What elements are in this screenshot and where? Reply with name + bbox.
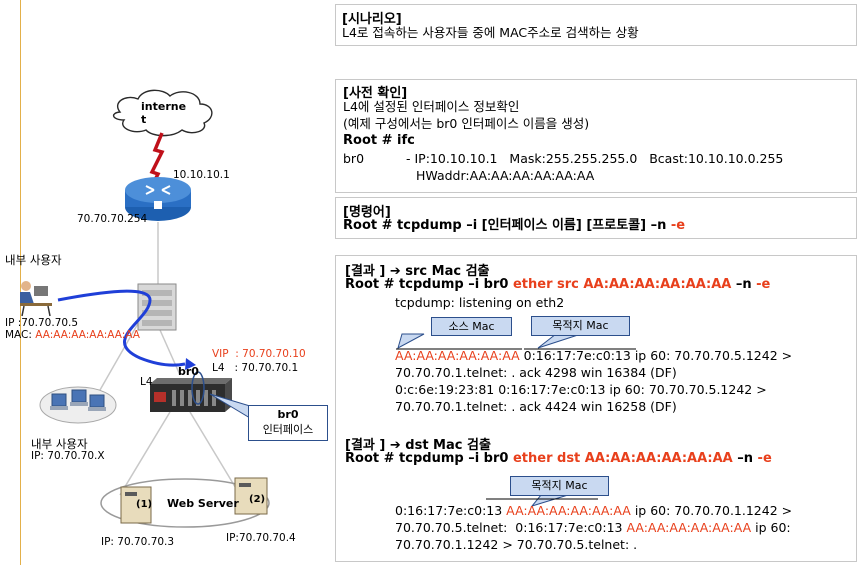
result-dst-cmd: Root # tcpdump –i br0 ether dst AA:AA:AA… (345, 451, 772, 467)
result-dst-line1-a: 0:16:17:7e:c0:13 (395, 503, 507, 518)
result-dst-line2: 70.70.70.5.telnet: 0:16:17:7e:c0:13 AA:A… (395, 520, 791, 536)
result-src-cmd-ether: ether src AA:AA:AA:AA:AA:AA (512, 277, 732, 292)
network-diagram (20, 89, 270, 528)
server-2-ip: IP:70.70.70.4 (226, 532, 296, 544)
result-dst-line2-b: ip 60: (751, 520, 791, 535)
command-text: Root # tcpdump –i [인터페이스 이름] [프로토콜] –n -… (343, 218, 685, 234)
l4-label: L4 (140, 376, 153, 388)
scenario-title: [시나리오] (342, 12, 402, 27)
callout-pointers (396, 333, 636, 507)
result-src-line3: 0:c:6e:19:23:81 0:16:17:7e:c0:13 ip 60: … (395, 382, 767, 397)
server-1-icon (120, 486, 152, 524)
precheck-line2: (예제 구성에서는 br0 인터페이스 이름을 생성) (343, 116, 590, 131)
user-ip-label: IP :70.70.70.5 (5, 317, 79, 329)
internal-users-ip: IP: 70.70.70.X (31, 450, 105, 462)
precheck-info1: - IP:10.10.10.1 Mask:255.255.255.0 Bcast… (406, 151, 784, 166)
web-server-label: Web Server (167, 497, 239, 510)
precheck-info2: HWaddr:AA:AA:AA:AA:AA:AA (416, 168, 595, 183)
result-src-listening: tcpdump: listening on eth2 (395, 295, 565, 310)
result-dst-cmd-ether: ether dst AA:AA:AA:AA:AA:AA (512, 451, 733, 466)
vip-label: VIP : 70.70.70.10 (212, 348, 306, 360)
l4-ip-label: L4 : 70.70.70.1 (212, 362, 299, 374)
traffic-flow-arrow (57, 289, 186, 367)
br0-callout-subtitle: 인터페이스 (262, 423, 314, 436)
scenario-box: [시나리오] L4로 접속하는 사용자들 중에 MAC주소로 검색하는 상황 (335, 4, 857, 46)
result-dst-title: [결과 ] ➔ dst Mac 검출 (345, 438, 491, 453)
result-src-line4: 70.70.70.1.telnet: . ack 4424 win 16258 … (395, 399, 677, 414)
server-1-number: (1) (136, 499, 153, 510)
user-mac-value: AA:AA:AA:AA:AA:AA (35, 329, 140, 341)
result-src-cmd-prefix: Root # tcpdump –i br0 (345, 277, 513, 292)
br0-label: br0 (178, 365, 199, 378)
result-src-line1: AA:AA:AA:AA:AA:AA 0:16:17:7e:c0:13 ip 60… (395, 348, 792, 364)
result-src-cmd-n: –n (731, 277, 757, 292)
result-dst-line1: 0:16:17:7e:c0:13 AA:AA:AA:AA:AA:AA ip 60… (395, 503, 792, 519)
result-dst-cmd-prefix: Root # tcpdump –i br0 (345, 451, 513, 466)
server-2-icon (234, 477, 268, 515)
router-icon (125, 177, 191, 221)
precheck-box: [사전 확인] L4에 설정된 인터페이스 정보확인 (예제 구성에서는 br0… (335, 79, 857, 193)
precheck-iface: br0 (343, 151, 365, 166)
precheck-cmd: Root # ifc (343, 133, 415, 148)
br0-callout-title: br0 (277, 408, 299, 421)
br0-interface-callout: br0 인터페이스 (248, 405, 328, 441)
result-dst-line2-mac: AA:AA:AA:AA:AA:AA (626, 520, 752, 535)
wan-link (148, 132, 165, 191)
result-dst-line2-a: 70.70.70.5.telnet: 0:16:17:7e:c0:13 (395, 520, 627, 535)
command-flag: -e (670, 218, 686, 233)
precheck-line1: L4에 설정된 인터페이스 정보확인 (343, 99, 520, 114)
server-1-ip: IP: 70.70.70.3 (101, 536, 175, 548)
callout-dest-mac-2: 목적지 Mac (510, 476, 609, 496)
command-text-main: Root # tcpdump –i [인터페이스 이름] [프로토콜] –n (343, 218, 671, 233)
router-lan-ip: 70.70.70.254 (77, 213, 148, 225)
result-src-cmd: Root # tcpdump –i br0 ether src AA:AA:AA… (345, 277, 770, 293)
result-dst-cmd-flag: -e (757, 451, 772, 466)
internet-cloud-icon (113, 89, 213, 137)
callout-dest-mac: 목적지 Mac (531, 316, 630, 336)
result-src-title: [결과 ] ➔ src Mac 검출 (345, 264, 490, 279)
result-box: [결과 ] ➔ src Mac 검출 Root # tcpdump –i br0… (335, 255, 857, 562)
margin-line (20, 0, 21, 565)
result-src-line1-mac: AA:AA:AA:AA:AA:AA (395, 348, 520, 363)
command-title: [명령어] (343, 205, 391, 220)
router-wan-ip: 10.10.10.1 (173, 169, 230, 181)
result-dst-line3: 70.70.70.1.1242 > 70.70.70.5.telnet: . (395, 537, 638, 552)
user-at-desk-icon (20, 281, 52, 317)
result-src-line2: 70.70.70.1.telnet: . ack 4298 win 16384 … (395, 365, 677, 380)
command-box: [명령어] Root # tcpdump –i [인터페이스 이름] [프로토콜… (335, 197, 857, 239)
server-2-number: (2) (249, 494, 266, 505)
internet-label: interne t (141, 100, 187, 126)
callout-source-mac: 소스 Mac (431, 317, 512, 336)
result-src-line1-rest: 0:16:17:7e:c0:13 ip 60: 70.70.70.5.1242 … (519, 348, 793, 363)
l4-switch-icon (150, 378, 232, 412)
user-mac-label: MAC: AA:AA:AA:AA:AA:AA (5, 329, 140, 341)
result-src-cmd-flag: -e (756, 277, 771, 292)
user-mac-prefix: MAC: (5, 329, 36, 341)
internal-users-icon (39, 386, 117, 424)
precheck-title: [사전 확인] (343, 86, 408, 101)
web-server-group (100, 478, 270, 528)
internal-user-label: 내부 사용자 (5, 253, 62, 267)
br0-interface-marker (191, 371, 205, 405)
switch-icon (137, 283, 177, 331)
internal-users-label: 내부 사용자 (31, 437, 88, 451)
result-dst-line1-b: ip 60: 70.70.70.1.1242 > (630, 503, 793, 518)
result-dst-cmd-n: –n (732, 451, 758, 466)
scenario-text: L4로 접속하는 사용자들 중에 MAC주소로 검색하는 상황 (342, 25, 639, 40)
result-dst-line1-mac: AA:AA:AA:AA:AA:AA (506, 503, 631, 518)
